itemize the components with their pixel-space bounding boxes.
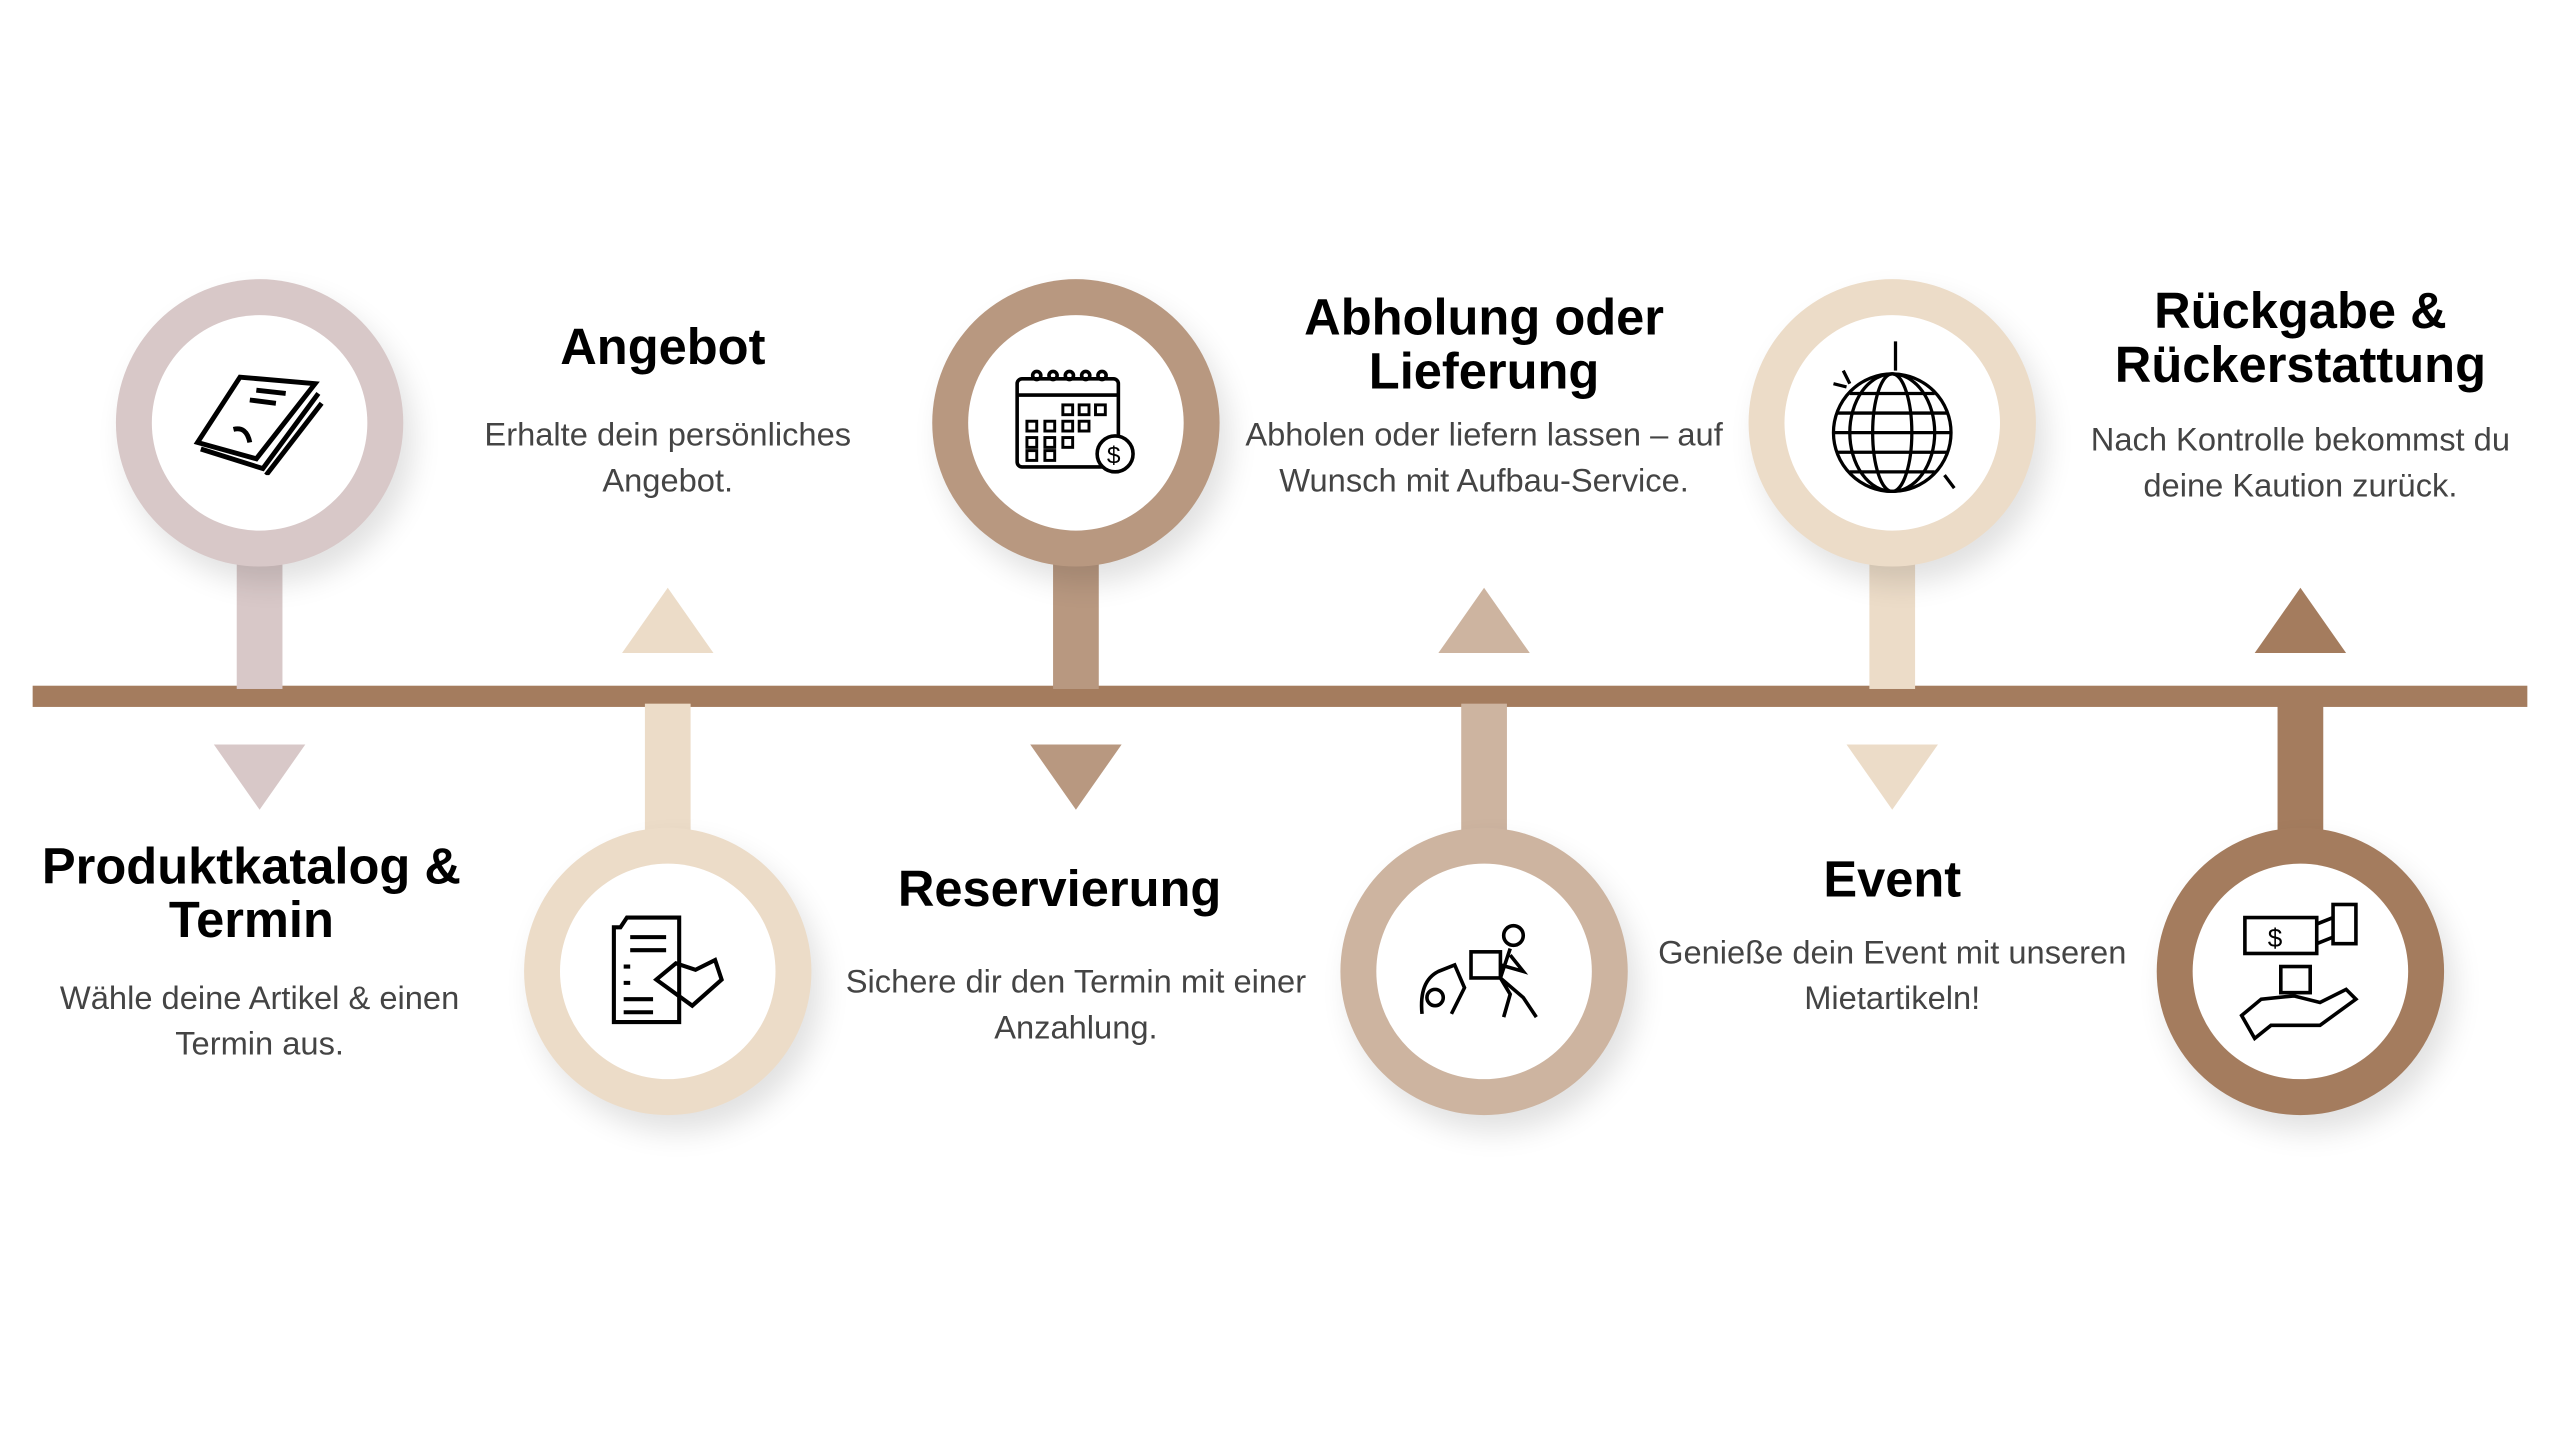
- step-2-title: Angebot: [560, 318, 766, 376]
- step-5-title: Event: [1823, 850, 1962, 908]
- step-4-circle: [1340, 827, 1628, 1116]
- svg-text:$: $: [1107, 443, 1121, 470]
- svg-text:$: $: [2268, 923, 2283, 953]
- refund-icon: $: [2239, 902, 2359, 1042]
- step-2-description: Erhalte dein persönliches Angebot.: [484, 417, 852, 500]
- step-5-circle: [1748, 279, 2036, 567]
- contract-handshake-icon: [611, 915, 724, 1025]
- step-6-stem: [2277, 703, 2324, 851]
- delivery-icon: [1419, 923, 1538, 1019]
- step-4-title: Abholung oder Lieferung: [1304, 288, 1665, 400]
- step-1-circle: [115, 279, 404, 567]
- step-4-stem: [1461, 703, 1507, 851]
- catalog-icon: [193, 374, 324, 476]
- timeline-axis: [32, 685, 2528, 707]
- step-2-circle: [524, 827, 812, 1116]
- step-4-description: Abholen oder liefern lassen – auf Wunsch…: [1245, 417, 1723, 500]
- step-6-arrow: [2254, 587, 2347, 654]
- step-1-description: Wähle deine Artikel & einen Termin aus.: [59, 981, 460, 1063]
- step-5-arrow: [1846, 744, 1938, 810]
- step-1-title: Produktkatalog & Termin: [41, 837, 461, 949]
- step-4-arrow: [1438, 587, 1530, 654]
- step-6-circle: $: [2156, 827, 2445, 1116]
- calendar-payment-icon: $: [1015, 369, 1135, 474]
- step-6-description: Nach Kontrolle bekommst du deine Kaution…: [2090, 422, 2511, 505]
- step-6-title: Rückgabe & Rückerstattung: [2114, 282, 2487, 394]
- step-1-arrow: [213, 744, 306, 810]
- disco-ball-icon: [1831, 341, 1956, 494]
- step-3-title: Reservierung: [897, 860, 1222, 918]
- step-3-description: Sichere dir den Termin mit einer Anzahlu…: [845, 964, 1307, 1047]
- step-2-arrow: [622, 587, 714, 654]
- step-5-description: Genieße dein Event mit unseren Mietartik…: [1658, 935, 2127, 1018]
- step-2-stem: [644, 703, 691, 851]
- step-3-arrow: [1030, 744, 1122, 810]
- step-3-circle: $: [932, 279, 1220, 567]
